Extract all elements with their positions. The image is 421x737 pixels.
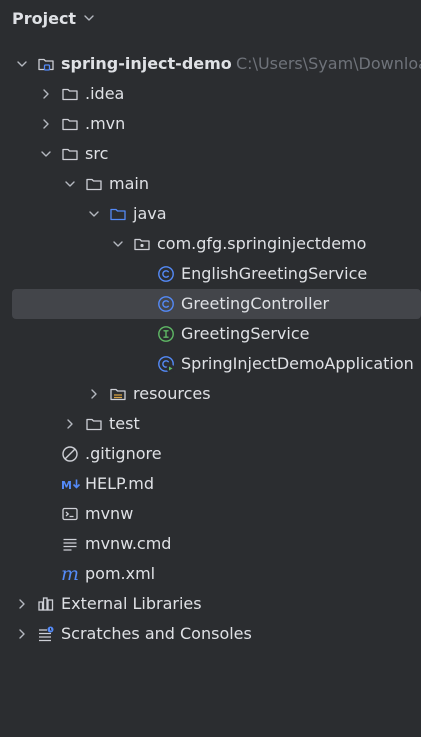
project-tree[interactable]: spring-inject-demoC:\Users\Syam\Download… [0,49,421,649]
svg-text:M: M [61,479,72,492]
chevron-right-icon[interactable] [15,627,29,641]
tree-node[interactable]: spring-inject-demoC:\Users\Syam\Download… [0,49,421,79]
terminal-file-icon [61,505,79,523]
tree-node[interactable]: M HELP.md [0,469,421,499]
tree-node[interactable]: .idea [0,79,421,109]
tree-node-label: EnglishGreetingService [181,264,368,283]
folder-icon [61,115,79,133]
tree-node-label: test [109,414,140,433]
markdown-icon: M [61,475,81,493]
tree-node[interactable]: mvnw.cmd [0,529,421,559]
interface-icon [157,325,175,343]
tree-node-label: .gitignore [85,444,162,463]
tree-node[interactable]: mvnw [0,499,421,529]
module-path: C:\Users\Syam\Downloads [236,54,421,73]
tree-node-label: mvnw [85,504,134,523]
tree-node[interactable]: m pom.xml [0,559,421,589]
maven-icon: m [61,565,79,583]
folder-icon [85,415,103,433]
tree-node[interactable]: External Libraries [0,589,421,619]
text-file-icon [61,535,79,553]
project-view-selector[interactable]: Project [12,8,96,28]
spring-app-class-icon [157,355,175,373]
tree-node-label: pom.xml [85,564,156,583]
tree-node[interactable]: com.gfg.springinjectdemo [0,229,421,259]
class-icon [157,295,175,313]
tree-node-label: Scratches and Consoles [61,624,252,643]
tree-node-label: GreetingController [181,294,330,313]
libraries-icon [37,595,55,613]
chevron-down-icon[interactable] [63,177,77,191]
tree-node[interactable]: GreetingService [0,319,421,349]
tree-node[interactable]: GreetingController [12,289,421,319]
chevron-right-icon[interactable] [39,117,53,131]
tree-node-label: spring-inject-demo [61,54,232,73]
tree-node[interactable]: java [0,199,421,229]
chevron-down-icon[interactable] [87,207,101,221]
chevron-right-icon[interactable] [63,417,77,431]
tree-node[interactable]: resources [0,379,421,409]
folder-icon [61,85,79,103]
tree-node-label: mvnw.cmd [85,534,172,553]
scratches-icon [37,625,55,643]
svg-text:m: m [61,565,79,583]
tree-node[interactable]: .mvn [0,109,421,139]
package-icon [133,235,151,253]
chevron-down-icon[interactable] [15,57,29,71]
chevron-down-icon[interactable] [111,237,125,251]
ignore-file-icon [61,445,79,463]
chevron-right-icon[interactable] [87,387,101,401]
tree-node-label: HELP.md [85,474,155,493]
tree-node-label: java [133,204,167,223]
tree-node-label: com.gfg.springinjectdemo [157,234,367,253]
module-folder-icon [37,55,55,73]
tree-node-label: main [109,174,149,193]
tree-node[interactable]: SpringInjectDemoApplication [0,349,421,379]
resources-folder-icon [109,385,127,403]
tree-node[interactable]: EnglishGreetingService [0,259,421,289]
tree-node-label: External Libraries [61,594,202,613]
folder-icon [61,145,79,163]
tree-node-label: resources [133,384,211,403]
folder-icon [85,175,103,193]
class-icon [157,265,175,283]
tree-node-label: .mvn [85,114,126,133]
tree-node[interactable]: main [0,169,421,199]
tree-node-label: .idea [85,84,125,103]
chevron-down-icon [82,11,96,25]
tree-node-label: SpringInjectDemoApplication [181,354,414,373]
chevron-right-icon[interactable] [39,87,53,101]
project-view-title: Project [12,8,77,28]
tree-node[interactable]: test [0,409,421,439]
tree-node[interactable]: .gitignore [0,439,421,469]
chevron-down-icon[interactable] [39,147,53,161]
tree-node-label: src [85,144,109,163]
chevron-right-icon[interactable] [15,597,29,611]
tree-node-label: GreetingService [181,324,310,343]
source-folder-icon [109,205,127,223]
tree-node[interactable]: src [0,139,421,169]
tree-node[interactable]: Scratches and Consoles [0,619,421,649]
